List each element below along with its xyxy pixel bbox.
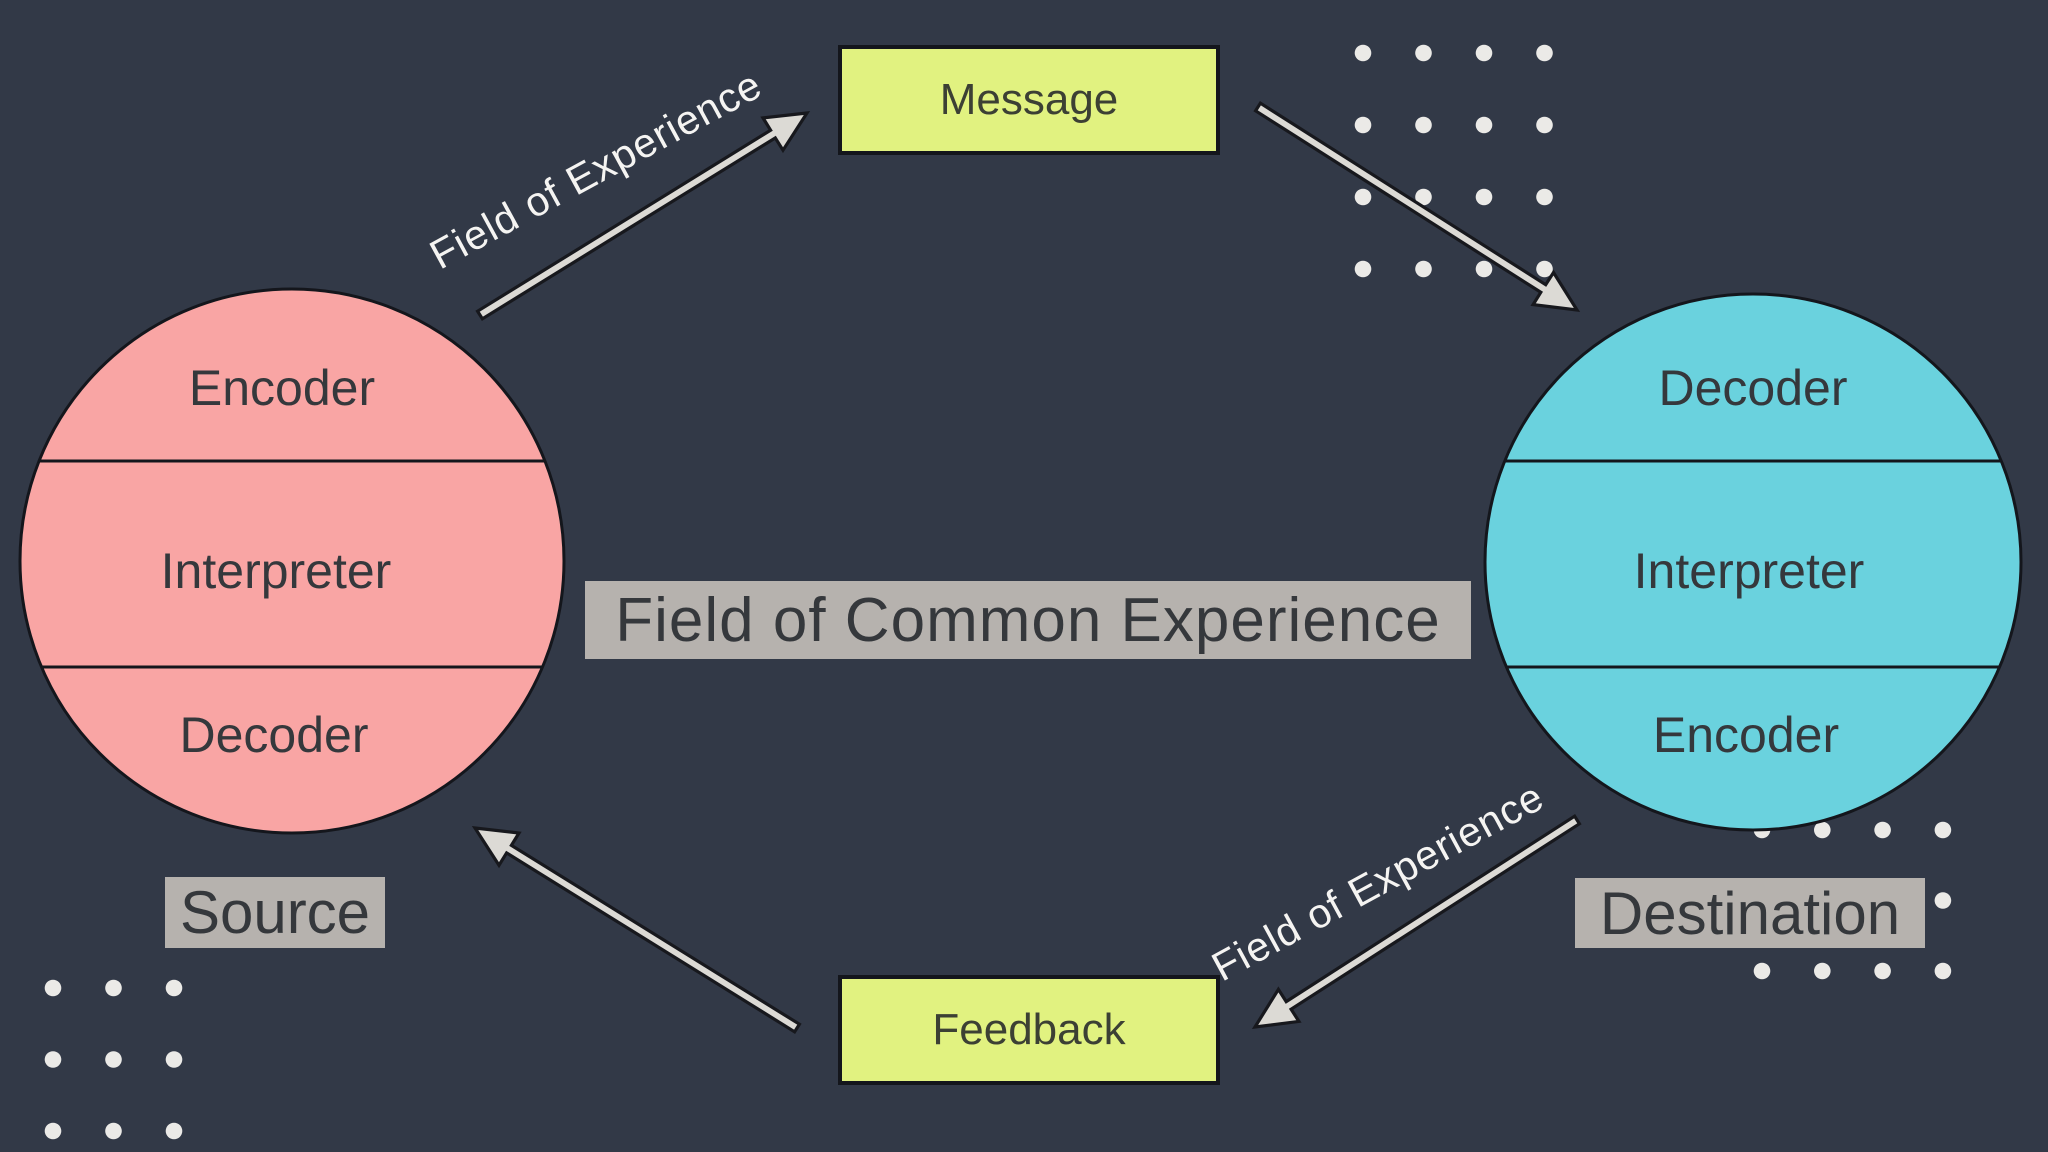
decorative-dot xyxy=(1874,962,1891,980)
decorative-dot xyxy=(1536,188,1553,206)
decorative-dot xyxy=(165,1051,183,1068)
dot-grid-top-right xyxy=(1354,44,1553,278)
field-of-common-experience-banner: Field of Common Experience xyxy=(585,581,1471,659)
decorative-dot xyxy=(44,979,62,997)
decorative-dot xyxy=(1814,962,1831,980)
decorative-dot xyxy=(1354,188,1372,206)
source-decoder-label: Decoder xyxy=(179,707,369,763)
decorative-dot xyxy=(105,1051,122,1068)
decorative-dot xyxy=(105,1122,122,1140)
decorative-dot xyxy=(1536,44,1553,62)
decorative-dot xyxy=(1536,260,1553,278)
decorative-dot xyxy=(1415,188,1432,206)
destination-interpreter-label: Interpreter xyxy=(1633,543,1865,599)
decorative-dot xyxy=(1475,116,1493,134)
decorative-dot xyxy=(1475,260,1493,278)
decorative-dot xyxy=(1354,44,1372,62)
decorative-dot xyxy=(1475,188,1493,206)
decorative-dot xyxy=(1475,44,1493,62)
decorative-dot xyxy=(165,979,183,997)
destination-label: Destination xyxy=(1575,878,1925,948)
source-label: Source xyxy=(165,877,385,948)
decorative-dot xyxy=(1934,962,1952,980)
source-circle xyxy=(18,287,566,835)
decorative-dot xyxy=(1415,260,1432,278)
message-box: Message xyxy=(838,45,1220,155)
destination-circle xyxy=(1483,292,2023,832)
decorative-dot xyxy=(44,1051,62,1068)
decorative-dot xyxy=(165,1122,183,1140)
decorative-dot xyxy=(1874,821,1891,839)
source-interpreter-label: Interpreter xyxy=(160,543,392,599)
feedback-box: Feedback xyxy=(838,975,1220,1085)
decorative-dot xyxy=(105,979,122,997)
source-encoder-label: Encoder xyxy=(188,360,376,416)
destination-encoder-label: Encoder xyxy=(1652,707,1840,763)
decorative-dot xyxy=(1814,821,1831,839)
decorative-dot xyxy=(1934,821,1952,839)
decorative-dot xyxy=(1354,260,1372,278)
decorative-dot xyxy=(1415,116,1432,134)
decorative-dot xyxy=(44,1122,62,1140)
decorative-dot xyxy=(1415,44,1432,62)
decorative-dot xyxy=(1934,892,1952,909)
destination-decoder-label: Decoder xyxy=(1658,360,1848,416)
decorative-dot xyxy=(1753,962,1771,980)
decorative-dot xyxy=(1536,116,1553,134)
decorative-dot xyxy=(1354,116,1372,134)
dot-grid-bottom-left xyxy=(44,979,183,1140)
